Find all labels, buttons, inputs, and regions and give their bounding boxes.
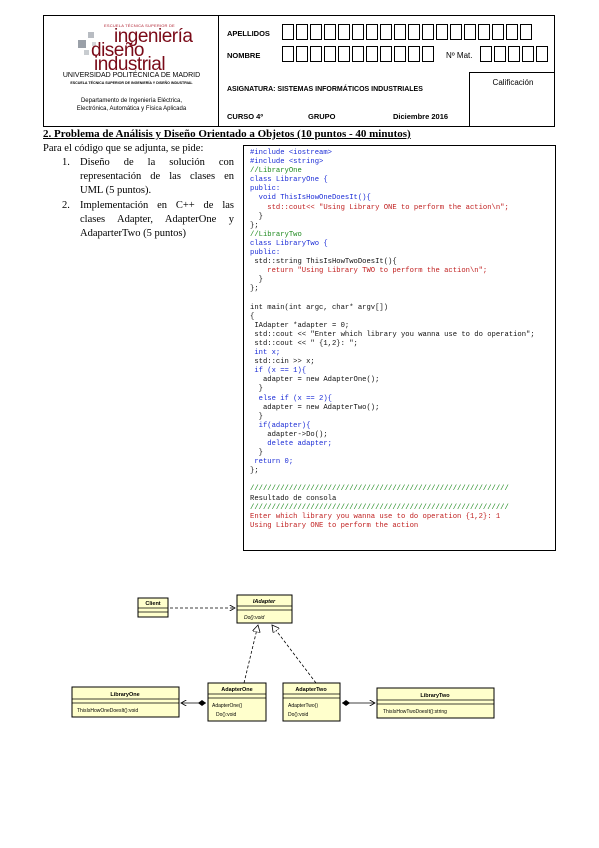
code-line: #include <string> (250, 158, 324, 167)
exam-header: ESCUELA TÉCNICA SUPERIOR DE ingeniería d… (43, 15, 555, 127)
code-listing-box: #include <iostream> #include <string> //… (243, 145, 556, 551)
code-line: }; (250, 221, 259, 230)
task-text: Implementación en C++ de las clases Adap… (80, 200, 234, 239)
uml-adaptertwo-name: AdapterTwo (295, 687, 327, 693)
code-line: else if (x == 2){ (250, 394, 332, 403)
calificacion-label: Calificación (492, 78, 534, 87)
code-line: } (250, 412, 263, 421)
grupo-label: GRUPO (308, 112, 336, 121)
logo-line-3: industrial (94, 54, 166, 75)
code-line: } (250, 212, 263, 221)
code-line: int main(int argc, char* argv[]) (250, 303, 389, 312)
code-line: } (250, 449, 263, 458)
console-output: Enter which library you wanna use to do … (250, 512, 501, 521)
uml-librarytwo-class: LibraryTwo ThisIsHowTwoDoesIt():string (376, 687, 495, 719)
uml-adaptertwo-op1: AdapterTwo() (288, 703, 318, 709)
uml-libraryone-op: ThisIsHowOneDoesIt():void (77, 708, 138, 714)
uml-adapterone-class: AdapterOne AdapterOne() Do():void (207, 682, 267, 722)
logo-top-text: ESCUELA TÉCNICA SUPERIOR DE (104, 23, 175, 28)
nombre-label: NOMBRE (227, 51, 261, 60)
logo-line-2: diseño (91, 40, 145, 61)
code-line: public: (250, 249, 281, 258)
code-line: { (250, 312, 255, 321)
department-line-2: Electrónica, Automática y Física Aplicad… (76, 106, 187, 112)
school-name: ESCUELA TÉCNICA SUPERIOR DE INGENIERÍA Y… (70, 81, 193, 85)
curso-label: CURSO 4º (227, 112, 264, 121)
uml-composition-diamond-icon (198, 700, 206, 706)
code-line: std::string ThisIsHowTwoDoesIt(){ (250, 258, 397, 267)
uml-librarytwo-op: ThisIsHowTwoDoesIt():string (383, 709, 447, 715)
code-comment: ////////////////////////////////////////… (250, 485, 509, 494)
code-line: adapter = new AdapterOne(); (250, 376, 380, 385)
department-line-1: Departamento de Ingeniería Eléctrica, (80, 98, 183, 104)
problem-intro: Para el código que se adjunta, se pide: (43, 143, 204, 154)
code-line: if(adapter){ (250, 421, 311, 430)
department-name: Departamento de Ingeniería Eléctrica, El… (50, 97, 213, 113)
code-line: return "Using Library TWO to perform the… (250, 267, 488, 276)
code-line: delete adapter; (250, 440, 332, 448)
nombre-input-boxes[interactable] (282, 46, 436, 62)
code-line: } (250, 276, 263, 285)
code-line: }; (250, 467, 259, 476)
fecha-label: Diciembre 2016 (393, 112, 449, 121)
code-comment: //LibraryTwo (250, 230, 302, 239)
task-text: Diseño de la solución con representación… (80, 157, 234, 196)
uml-libraryone-class: LibraryOne ThisIsHowOneDoesIt():void (71, 686, 180, 718)
code-line: #include <iostream> (250, 149, 332, 157)
task-item: 2. Implementación en C++ de las clases A… (57, 199, 234, 241)
uml-libraryone-name: LibraryOne (110, 692, 139, 698)
uml-iadapter-class: IAdapter Do():void (236, 594, 293, 624)
uml-iadapter-op: Do():void (244, 615, 265, 621)
console-label: Resultado de consola (250, 494, 337, 503)
mat-input-boxes[interactable] (480, 46, 550, 62)
uml-composition-diamond-icon (342, 700, 350, 706)
uml-iadapter-name: IAdapter (253, 599, 276, 605)
code-line: std::cout << "Enter which library you wa… (250, 330, 535, 339)
mat-label: Nº Mat. (446, 51, 473, 60)
code-line: } (250, 385, 263, 394)
uml-adaptertwo-op2: Do():void (288, 712, 309, 718)
uml-adapterone-op2: Do():void (216, 712, 237, 718)
task-number: 2. (62, 200, 70, 211)
uml-adaptertwo-class: AdapterTwo AdapterTwo() Do():void (282, 682, 341, 722)
apellidos-label: APELLIDOS (227, 29, 270, 38)
task-item: 1. Diseño de la solución con representac… (57, 156, 234, 198)
task-list: 1. Diseño de la solución con representac… (57, 156, 234, 242)
uml-client-name: Client (145, 601, 160, 607)
calificacion-box: Calificación (469, 72, 555, 126)
code-line: class LibraryOne { (250, 176, 328, 185)
code-line: public: (250, 185, 281, 194)
code-comment: //LibraryOne (250, 167, 302, 176)
logo-line-1: ingeniería (114, 26, 193, 47)
task-number: 1. (62, 157, 70, 168)
code-listing: #include <iostream> #include <string> //… (250, 149, 535, 531)
university-name: UNIVERSIDAD POLITÉCNICA DE MADRID (62, 72, 201, 79)
code-line: return 0; (250, 458, 294, 467)
code-line: adapter->Do(); (250, 430, 328, 439)
code-line: if (x == 1){ (250, 367, 307, 376)
asignatura-label: ASIGNATURA: SISTEMAS INFORMÁTICOS INDUST… (227, 86, 423, 93)
uml-adapterone-name: AdapterOne (221, 687, 252, 693)
code-line: std::cout << " {1,2}: "; (250, 339, 358, 348)
code-comment: ////////////////////////////////////////… (250, 503, 509, 512)
uml-adapterone-op1: AdapterOne() (212, 703, 243, 709)
uml-client-class: Client (137, 597, 169, 618)
logo-mark-icon (78, 32, 96, 55)
uml-realization-line (243, 625, 258, 684)
code-line: int x; (250, 349, 281, 358)
code-line: adapter = new AdapterTwo(); (250, 403, 380, 412)
uml-realization-line (272, 625, 317, 684)
code-line: std::cin >> x; (250, 358, 315, 367)
problem-title: 2. Problema de Análisis y Diseño Orienta… (43, 128, 411, 140)
school-logo-block: ESCUELA TÉCNICA SUPERIOR DE ingeniería d… (44, 16, 219, 126)
code-line: std::cout<< "Using Library ONE to perfor… (250, 203, 509, 212)
code-line: IAdapter *adapter = 0; (250, 321, 350, 330)
code-line: class LibraryTwo { (250, 239, 328, 248)
console-output: Using Library ONE to perform the action (250, 521, 419, 530)
apellidos-input-boxes[interactable] (282, 24, 534, 40)
code-line: void ThisIsHowOneDoesIt(){ (250, 194, 371, 203)
uml-librarytwo-name: LibraryTwo (420, 693, 450, 699)
code-line: }; (250, 285, 259, 294)
